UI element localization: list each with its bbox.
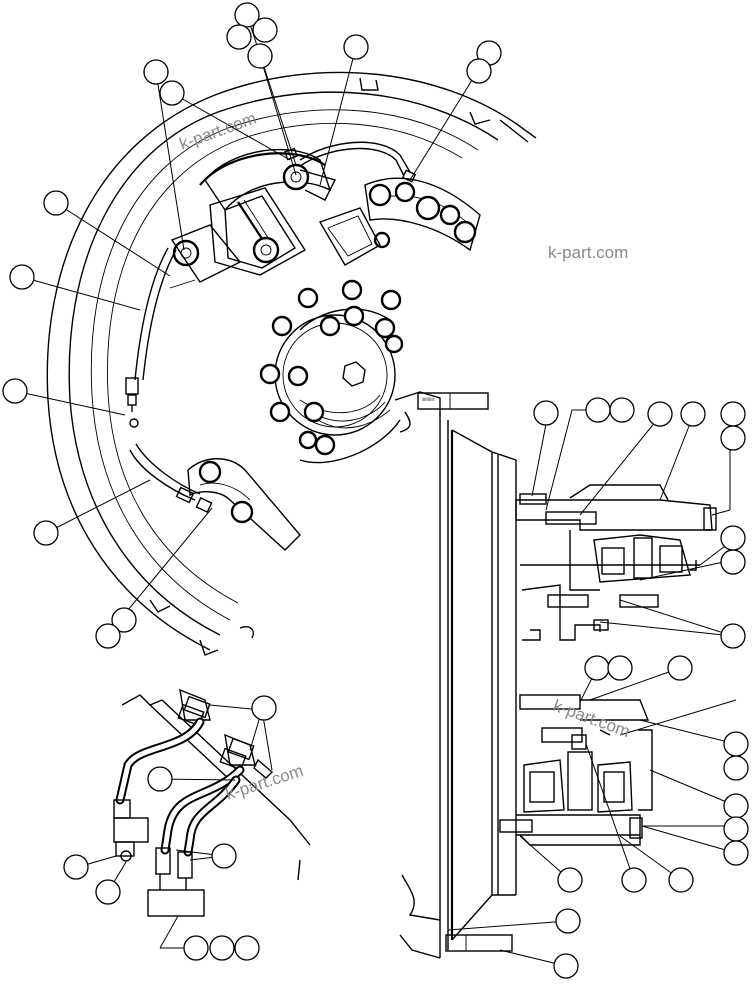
callout-balloon: [466, 58, 492, 84]
callout-balloon: [607, 655, 633, 681]
callout-balloon: [63, 854, 89, 880]
watermark-text: k-part.com: [551, 696, 633, 741]
callout-balloon: [147, 766, 173, 792]
callout-balloon: [585, 397, 611, 423]
brake-actuator: [170, 147, 417, 283]
callout-balloon: [234, 935, 260, 961]
left-brake-hose: [125, 247, 177, 412]
callout-balloon: [252, 17, 278, 43]
callout-balloon: [553, 953, 579, 979]
upper-caliper-section: [515, 484, 717, 641]
hydraulic-hoses: [115, 717, 245, 857]
callout-balloon: [723, 731, 749, 757]
callout-balloon: [209, 935, 235, 961]
top-bolt-thread-marking: |||||||||||||||: [422, 397, 435, 401]
upper-caliper: [318, 177, 481, 266]
callout-balloon: [143, 59, 169, 85]
callout-balloon: [723, 793, 749, 819]
hose-fittings: [177, 688, 274, 779]
top-view-leaders: [14, 14, 488, 633]
callout-balloon: [720, 425, 746, 451]
callout-balloon: [95, 879, 121, 905]
callout-balloon: [159, 80, 185, 106]
callout-balloon: [647, 401, 673, 427]
callout-balloon: [720, 401, 746, 427]
callout-balloon: [584, 655, 610, 681]
watermark-text: k-part.com: [177, 108, 259, 153]
callout-balloon: [234, 2, 260, 28]
callout-balloon: [343, 34, 369, 60]
callout-balloon: [43, 190, 69, 216]
callout-balloon: [533, 400, 559, 426]
hub-bolt-circle: [259, 279, 404, 456]
lower-brake-hose: [129, 418, 213, 513]
callout-balloon: [183, 935, 209, 961]
lower-caliper: [187, 458, 301, 551]
hose-connection-detail: [77, 688, 311, 949]
callout-balloon: [251, 695, 277, 721]
callout-balloon: [621, 867, 647, 893]
callout-balloon: [247, 43, 273, 69]
brake-assembly-top-view: [46, 71, 537, 656]
callout-balloon: [720, 623, 746, 649]
callout-balloon: [723, 755, 749, 781]
callout-balloon: [9, 264, 35, 290]
callout-balloon: [211, 843, 237, 869]
callout-balloon: [723, 840, 749, 866]
callout-balloon: [720, 525, 746, 551]
callout-balloon: [555, 908, 581, 934]
callout-balloon: [226, 24, 252, 50]
callout-balloon: [680, 401, 706, 427]
callout-balloon: [557, 867, 583, 893]
callout-balloon: [667, 655, 693, 681]
callout-balloon: [95, 623, 121, 649]
callout-balloon: [720, 549, 746, 575]
callout-balloon: [609, 397, 635, 423]
watermark-text: k-part.com: [548, 243, 628, 262]
callout-balloon: [33, 520, 59, 546]
callout-balloon: [723, 816, 749, 842]
callout-balloon: [668, 867, 694, 893]
callout-balloon: [111, 607, 137, 633]
callout-balloon: [2, 378, 28, 404]
brake-section-view: |||||||||||||||: [394, 391, 737, 967]
